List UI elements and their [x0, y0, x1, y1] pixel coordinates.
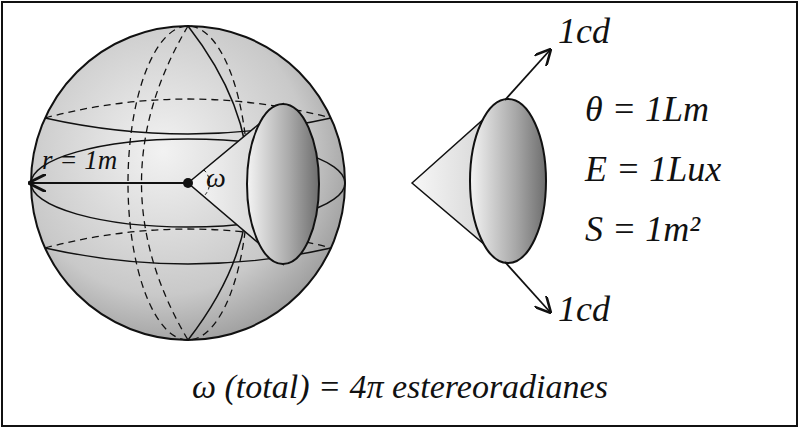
radius-label: r = 1m [42, 146, 117, 176]
sphere [31, 26, 345, 340]
intensity-label: 1cd [558, 290, 610, 330]
solid-angle-cone [188, 104, 319, 264]
illuminance-equation: E = 1Lux [585, 150, 721, 190]
center-dot [183, 178, 193, 188]
flux-equation: θ = 1Lm [585, 90, 709, 130]
cone [412, 50, 550, 312]
radius-arrow [30, 182, 188, 184]
caption: ω (total) = 4π estereoradianes [192, 368, 608, 405]
intensity-label: 1cd [558, 12, 610, 52]
area-equation: S = 1m² [585, 210, 700, 250]
solid-angle-symbol: ω [206, 163, 226, 194]
